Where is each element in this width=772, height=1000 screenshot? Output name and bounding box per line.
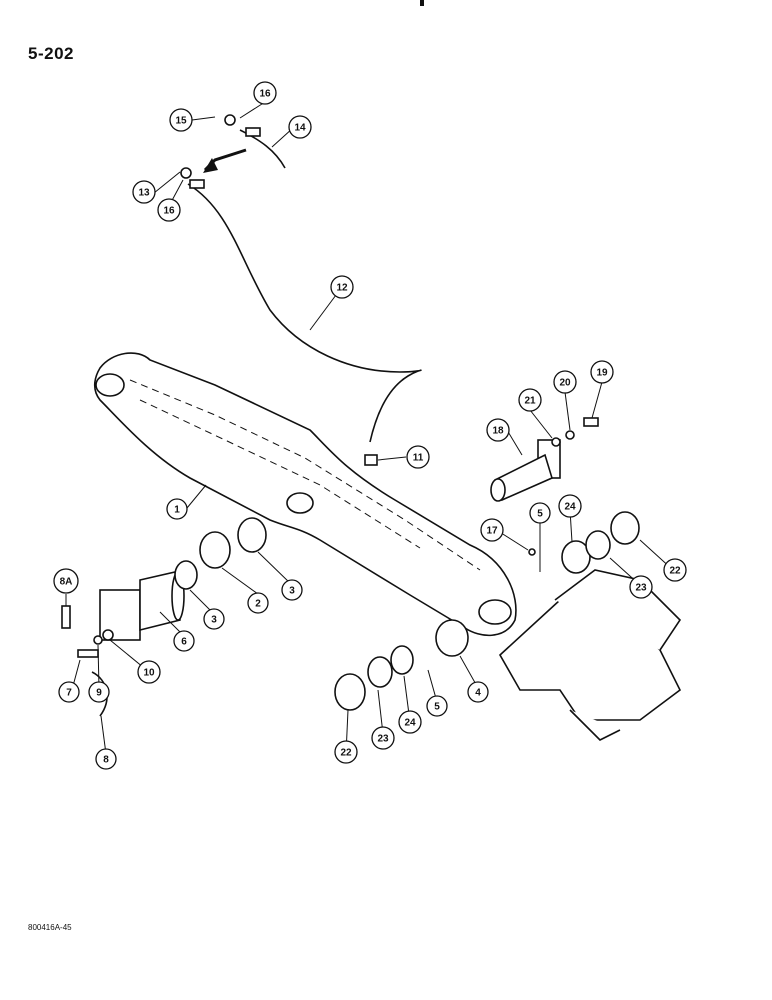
hose-fitting-bottom xyxy=(189,179,205,189)
support-bracket xyxy=(498,569,682,741)
svg-text:17: 17 xyxy=(486,526,498,537)
edge-mark xyxy=(420,0,424,6)
callout-15: 15 xyxy=(169,108,193,132)
svg-text:5: 5 xyxy=(537,509,543,520)
svg-text:8: 8 xyxy=(103,755,109,766)
figure-code: 800416A-45 xyxy=(28,923,72,932)
svg-text:11: 11 xyxy=(413,453,424,464)
callout-16a: 16 xyxy=(253,81,277,105)
svg-text:1: 1 xyxy=(174,505,180,516)
svg-text:8A: 8A xyxy=(60,577,73,588)
svg-text:23: 23 xyxy=(377,734,389,745)
callout-23b: 23 xyxy=(629,575,653,599)
callout-17: 17 xyxy=(480,518,504,542)
pivot-pin-front xyxy=(99,571,185,641)
svg-text:4: 4 xyxy=(475,688,481,699)
hose-fitting-top xyxy=(245,127,261,137)
svg-text:22: 22 xyxy=(669,566,681,577)
svg-text:24: 24 xyxy=(404,718,416,729)
callout-24b: 24 xyxy=(558,494,582,518)
svg-text:19: 19 xyxy=(596,368,608,379)
svg-text:16: 16 xyxy=(163,206,175,217)
svg-text:9: 9 xyxy=(96,688,102,699)
callout-22a: 22 xyxy=(334,740,358,764)
svg-text:2: 2 xyxy=(255,599,261,610)
svg-text:15: 15 xyxy=(175,116,187,127)
callout-6: 6 xyxy=(173,630,195,652)
callout-10: 10 xyxy=(137,660,161,684)
svg-text:5: 5 xyxy=(434,702,440,713)
callout-7: 7 xyxy=(58,681,80,703)
callout-1: 1 xyxy=(166,498,188,520)
callout-19: 19 xyxy=(590,360,614,384)
svg-text:23: 23 xyxy=(635,583,647,594)
rear-bushings xyxy=(334,511,640,711)
pivot-pin-rear xyxy=(490,439,561,502)
svg-text:6: 6 xyxy=(181,637,187,648)
svg-text:3: 3 xyxy=(289,586,295,597)
callout-13: 13 xyxy=(132,180,156,204)
svg-text:24: 24 xyxy=(564,502,576,513)
callout-8a: 8A xyxy=(53,568,79,594)
callout-21: 21 xyxy=(518,388,542,412)
callout-18: 18 xyxy=(486,418,510,442)
svg-text:22: 22 xyxy=(340,748,352,759)
svg-text:18: 18 xyxy=(492,426,504,437)
svg-text:12: 12 xyxy=(336,283,348,294)
callout-3a: 3 xyxy=(203,608,225,630)
svg-text:20: 20 xyxy=(559,378,571,389)
callout-3b: 3 xyxy=(281,579,303,601)
callout-2: 2 xyxy=(247,592,269,614)
callout-12: 12 xyxy=(330,275,354,299)
callout-14: 14 xyxy=(288,115,312,139)
callout-11: 11 xyxy=(406,445,430,469)
callout-24a: 24 xyxy=(398,710,422,734)
svg-text:16: 16 xyxy=(259,89,271,100)
front-bushings xyxy=(174,517,267,590)
callout-8: 8 xyxy=(95,748,117,770)
callout-16b: 16 xyxy=(157,198,181,222)
page-number: 5-202 xyxy=(28,44,74,63)
callout-22b: 22 xyxy=(663,558,687,582)
callout-20: 20 xyxy=(553,370,577,394)
callout-9: 9 xyxy=(88,681,110,703)
callout-5b: 5 xyxy=(426,695,448,717)
axle-beam xyxy=(93,352,517,637)
svg-text:13: 13 xyxy=(138,188,150,199)
svg-text:3: 3 xyxy=(211,615,217,626)
callout-4: 4 xyxy=(467,681,489,703)
svg-text:10: 10 xyxy=(143,668,155,679)
svg-text:7: 7 xyxy=(66,688,72,699)
callout-23a: 23 xyxy=(371,726,395,750)
svg-text:21: 21 xyxy=(524,396,536,407)
grease-hose xyxy=(187,127,422,443)
callout-5a: 5 xyxy=(529,502,551,524)
svg-text:14: 14 xyxy=(294,123,306,134)
